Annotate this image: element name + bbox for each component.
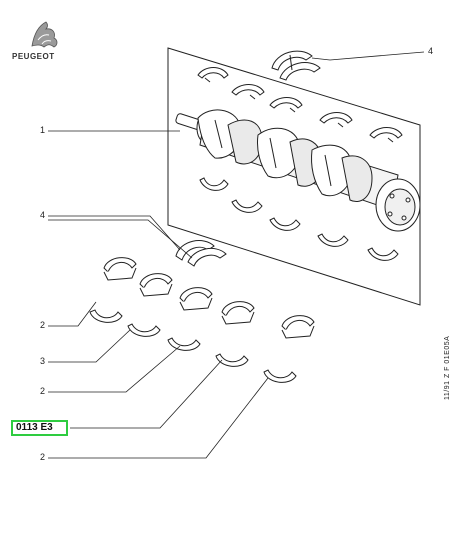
callout-1: 1 [40,125,46,135]
callout-4-top: 4 [428,46,434,56]
part-reference-code[interactable]: 0113 E3 [11,420,68,436]
leader-2-b [48,345,181,393]
leader-2-a [48,301,97,327]
callout-2-a: 2 [40,320,46,330]
brand-name: PEUGEOT [12,52,55,61]
leader-lines [48,51,425,459]
loose-bearing-shells [89,257,315,383]
callout-2-b: 2 [40,386,46,396]
leader-4-mid-b [48,219,193,259]
leader-4-mid [48,215,181,251]
thrust-washers-top [271,50,321,81]
callout-3: 3 [40,356,46,366]
lower-bearing-shells-panel [199,177,399,261]
crankshaft [175,109,421,232]
assembly-panel [167,47,421,306]
thrust-washers-middle [175,240,227,267]
leader-2-c [48,377,269,459]
upper-bearing-shells-panel [197,67,403,143]
peugeot-lion-logo-icon [31,21,58,48]
leader-e3 [70,359,223,429]
leader-3 [48,329,131,363]
callout-4-mid: 4 [40,210,46,220]
callout-2-c: 2 [40,452,46,462]
leader-4-top [311,51,425,61]
drawing-code: 11/91 Z F 01E05A [444,335,451,400]
